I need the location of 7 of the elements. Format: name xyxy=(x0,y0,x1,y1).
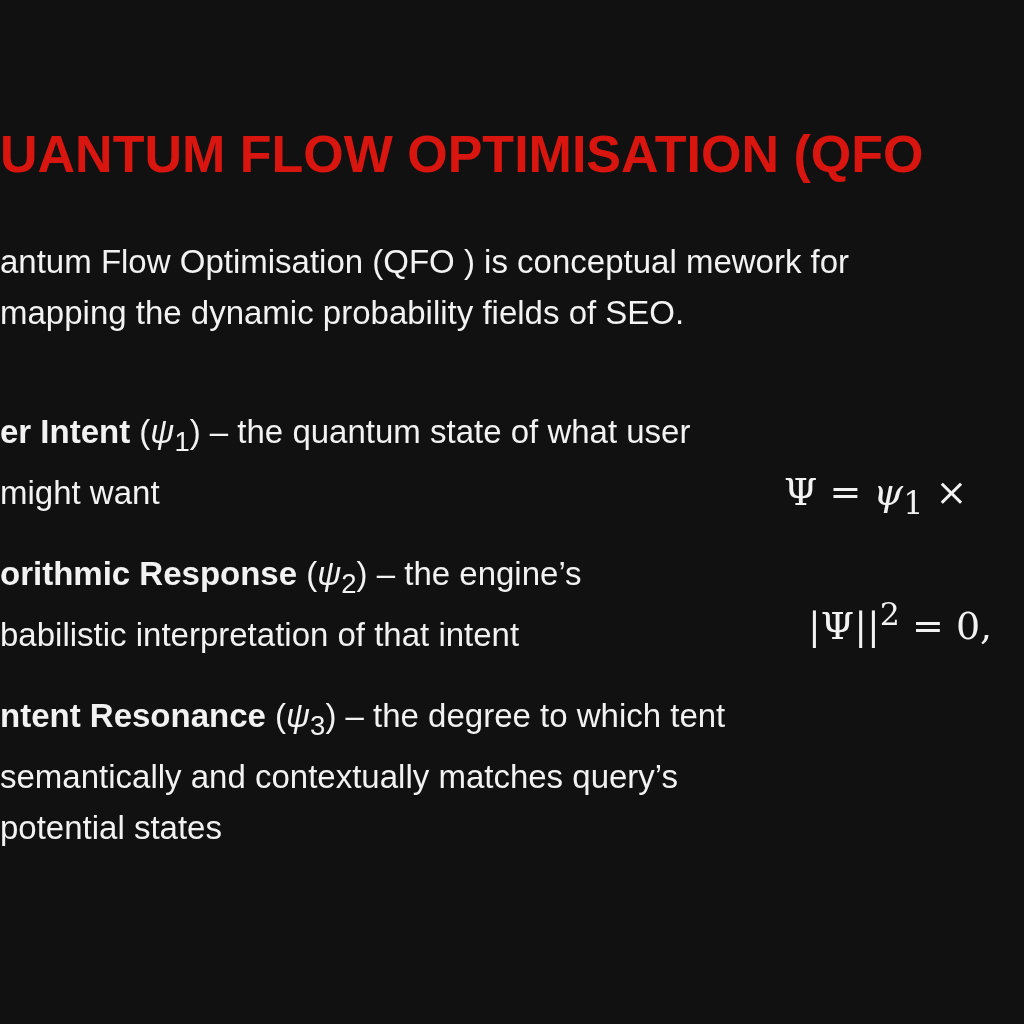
definition-text: orithmic Response (ψ$_{2}$) – the engine’s babilistic interpretation of that intent xyxy=(0,554,583,655)
intro-paragraph: antum Flow Optimisation (QFO ) is conceptual mework for mapping the dynamic probability fields of SEO. xyxy=(0,242,851,333)
formula: |Ψ||$^{2}$ = 0, xyxy=(808,596,993,648)
slide-title: UANTUM FLOW OPTIMISATION (QFO xyxy=(0,124,924,184)
definition-text: ntent Resonance (ψ$_{3}$) – the degree to which tent semantically and contextually matches query’s potential states xyxy=(0,696,727,848)
formula: Ψ = ψ$_{1}$ × xyxy=(784,470,968,521)
definition-text: er Intent (ψ$_{1}$) – the quantum state of what user might want xyxy=(0,412,692,513)
